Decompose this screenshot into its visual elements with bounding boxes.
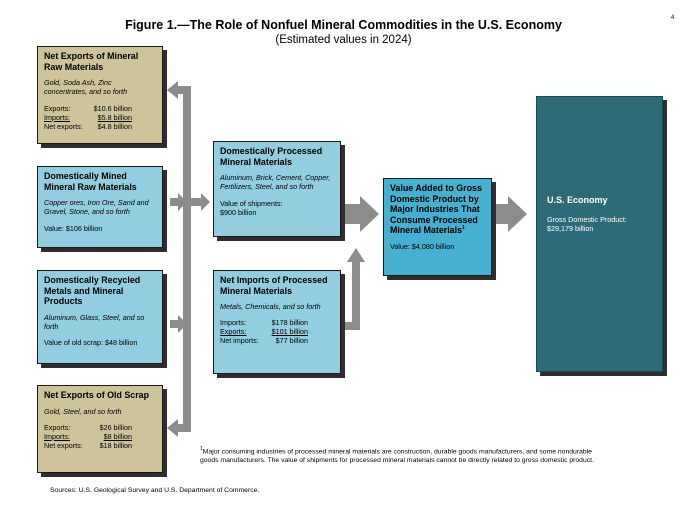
box-examples: Aluminum, Brick, Cement, Copper, Fertili… (220, 173, 331, 192)
stat-row: Imports:$5.8 billion (44, 112, 132, 122)
connector-processed-value-added (344, 204, 362, 224)
processed-materials-box: Domestically Processed Mineral Materials… (213, 141, 341, 237)
box-value: Value: $4,080 billion (390, 241, 455, 251)
box-title: Value Added to Gross Domestic Product by… (390, 183, 482, 235)
connector-bottom (178, 424, 191, 432)
box-value: Value: $106 billion (44, 223, 103, 233)
net-imports-box: Net Imports of Processed Mineral Materia… (213, 270, 341, 374)
connector-net-imports-vertical (352, 256, 360, 330)
box-value: $900 billion (220, 208, 257, 218)
box-examples: Aluminum, Glass, Steel, and so forth (44, 312, 145, 331)
value-added-box: Value Added to Gross Domestic Product by… (383, 178, 492, 276)
central-connector-line (183, 94, 191, 432)
box-value: Value of old scrap: $48 billion (44, 338, 138, 348)
box-title: Net Imports of Processed Mineral Materia… (220, 275, 328, 296)
sources-note: Sources: U.S. Geological Survey and U.S.… (50, 487, 260, 494)
us-economy-box: U.S. Economy Gross Domestic Product: $29… (536, 96, 663, 372)
connector-top (178, 86, 191, 94)
arrow-from-net-imports (347, 248, 365, 262)
arrow-from-recycled (178, 315, 187, 333)
box-title: Domestically Mined Mineral Raw Materials (44, 171, 137, 192)
footnote-marker: 1 (462, 225, 465, 232)
box-examples: Copper ores, Iron Ore, Sand and Gravel, … (44, 198, 149, 217)
stat-row: Imports:$178 billion (220, 318, 308, 328)
box-value: $29,179 billion (547, 224, 594, 234)
arrow-to-economy (508, 196, 527, 232)
stat-row: Imports:$8 billion (44, 431, 132, 441)
arrow-to-processed (201, 193, 210, 211)
domestically-mined-box: Domestically Mined Mineral Raw Materials… (37, 166, 163, 248)
stat-row: Net imports:$77 billion (220, 336, 308, 346)
connector-value-added-economy (492, 204, 510, 224)
box-value-label: Value of shipments: (220, 198, 283, 208)
arrow-to-net-exports-scrap (167, 419, 178, 437)
box-title: U.S. Economy (547, 195, 608, 205)
net-exports-scrap-box: Net Exports of Old Scrap Gold, Steel, an… (37, 385, 163, 473)
arrow-to-value-added (360, 196, 379, 232)
domestically-recycled-box: Domestically Recycled Metals and Mineral… (37, 270, 163, 364)
figure-subtitle: (Estimated values in 2024) (275, 34, 412, 46)
box-examples: Gold, Steel, and so forth (44, 406, 122, 416)
box-value-label: Gross Domestic Product: (547, 214, 627, 224)
box-examples: Metals, Chemicals, and so forth (220, 302, 321, 311)
stat-row: Net exports:$18 billion (44, 440, 132, 450)
arrow-to-net-exports-raw (167, 81, 178, 99)
figure-title: Figure 1.—The Role of Nonfuel Mineral Co… (125, 18, 562, 32)
footnote: 1Major consuming industries of processed… (200, 446, 594, 465)
box-title: Domestically Recycled Metals and Mineral… (44, 275, 141, 306)
stat-row: Exports:$101 billion (220, 327, 308, 337)
box-examples: Gold, Soda Ash, Zinc concentrates, and s… (44, 78, 128, 97)
box-title: Net Exports of Old Scrap (44, 390, 150, 400)
box-title: Net Exports of Mineral Raw Materials (44, 51, 139, 72)
net-exports-raw-box: Net Exports of Mineral Raw Materials Gol… (37, 46, 163, 144)
stat-row: Exports:$10.6 billion (44, 103, 132, 113)
stat-row: Net exports:$4.8 billion (44, 121, 132, 131)
connector-to-processed (191, 198, 203, 206)
arrow-from-mined (178, 193, 187, 211)
stat-row: Exports:$26 billion (44, 422, 132, 432)
page-number: 4 (671, 15, 675, 21)
box-title: Domestically Processed Mineral Materials (220, 146, 323, 167)
